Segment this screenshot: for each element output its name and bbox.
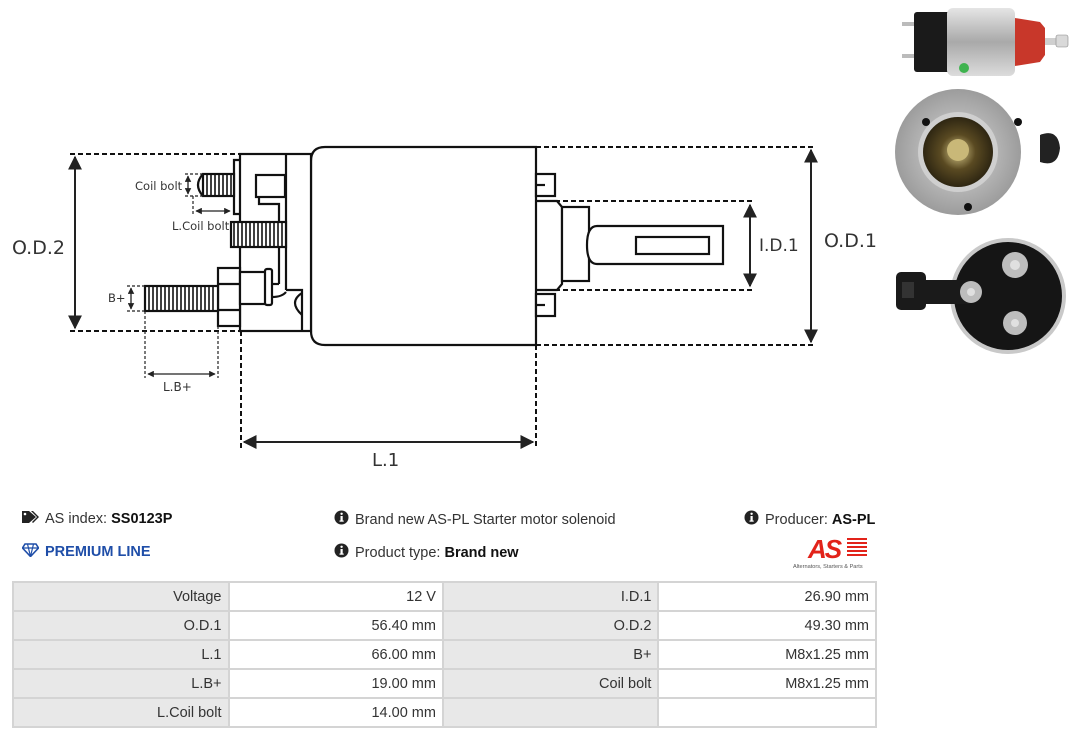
spec-value: 12 V [227, 581, 444, 612]
spec-value: 14.00 mm [227, 697, 444, 728]
producer: Producer: AS-PL [744, 510, 875, 529]
spec-value: 66.00 mm [227, 639, 444, 670]
od2-label: O.D.2 [12, 237, 65, 259]
info-icon [744, 510, 759, 529]
producer-value: AS-PL [831, 511, 876, 528]
description-text: Brand new AS-PL Starter motor solenoid [355, 511, 616, 528]
dimension-drawing: O.D.2 O.D.1 I.D.1 L.1 Coil bolt L.Coil b… [12, 145, 877, 471]
solenoid-side-photo [902, 8, 1069, 76]
spec-label: I.D.1 [441, 581, 660, 612]
product-type-value: Brand new [444, 544, 519, 561]
spec-label: B+ [441, 639, 660, 670]
description: Brand new AS-PL Starter motor solenoid [334, 510, 616, 529]
logo-tagline: Alternators, Starters & Parts [793, 564, 863, 570]
product-type-label: Product type: [355, 544, 441, 561]
info-icon [334, 510, 349, 529]
spec-label: O.D.1 [12, 610, 230, 641]
solenoid-body [309, 145, 538, 347]
b-plus-label: B+ [108, 291, 126, 305]
logo-text: AS [807, 535, 843, 564]
id1-label: I.D.1 [759, 236, 799, 256]
premium-line-label: PREMIUM LINE [45, 544, 151, 560]
od1-label: O.D.1 [824, 230, 877, 252]
product-photos [895, 8, 1069, 354]
spec-label: Voltage [12, 581, 230, 612]
l-coil-bolt-label: L.Coil bolt [172, 219, 230, 233]
spec-value: 56.40 mm [227, 610, 444, 641]
as-index: AS index: SS0123P [22, 510, 172, 528]
tags-icon [22, 510, 39, 528]
spec-value: 19.00 mm [227, 668, 444, 699]
spec-label: L.1 [12, 639, 230, 670]
coil-bolt-label: Coil bolt [135, 179, 183, 193]
solenoid-terminal-photo [896, 238, 1066, 354]
spec-value [657, 697, 877, 728]
spec-label: O.D.2 [441, 610, 660, 641]
as-index-label: AS index: [45, 511, 108, 527]
spec-label [441, 697, 660, 728]
diamond-icon [21, 543, 40, 561]
spec-value: M8x1.25 mm [657, 639, 877, 670]
as-index-value: SS0123P [111, 511, 173, 527]
solenoid-front-photo [895, 89, 1060, 215]
spec-label: L.B+ [12, 668, 230, 699]
info-icon [334, 543, 349, 562]
producer-label: Producer: [765, 511, 828, 528]
spec-value: M8x1.25 mm [657, 668, 877, 699]
spec-value: 26.90 mm [657, 581, 877, 612]
l-b-plus-label: L.B+ [163, 380, 192, 394]
as-pl-logo: AS Alternators, Starters & Parts [793, 535, 867, 570]
spec-label: L.Coil bolt [12, 697, 230, 728]
spec-value: 49.30 mm [657, 610, 877, 641]
premium-line[interactable]: PREMIUM LINE [21, 543, 151, 561]
spec-label: Coil bolt [441, 668, 660, 699]
product-type: Product type: Brand new [334, 543, 519, 562]
l1-label: L.1 [372, 450, 399, 471]
